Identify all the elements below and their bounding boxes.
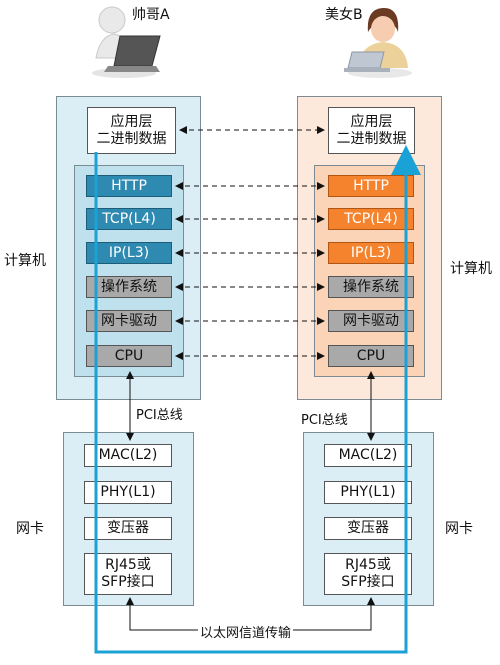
left-nic-mac: MAC(L2)	[84, 444, 172, 467]
left-nic-label: 网卡	[16, 521, 44, 537]
right-layer-tcp: TCP(L4)	[328, 208, 414, 230]
right-app-layer-line2: 二进制数据	[336, 130, 407, 147]
person-a-icon	[90, 2, 168, 80]
right-pci-bus-label: PCI总线	[301, 413, 348, 428]
right-nic-transformer: 变压器	[324, 517, 412, 540]
left-nic-phy: PHY(L1)	[84, 481, 172, 504]
ethernet-channel-label: 以太网信道传输	[198, 622, 294, 641]
right-layer-cpu: CPU	[328, 345, 414, 367]
left-layer-http: HTTP	[86, 175, 172, 197]
left-layer-tcp: TCP(L4)	[86, 208, 172, 230]
left-nic-port: RJ45或 SFP接口	[84, 553, 172, 595]
left-layer-driver: 网卡驱动	[86, 310, 172, 332]
right-layer-os: 操作系统	[328, 276, 414, 298]
person-b-icon	[340, 2, 418, 80]
right-layer-ip: IP(L3)	[328, 242, 414, 264]
left-computer-label: 计算机	[4, 253, 46, 269]
left-app-layer-line2: 二进制数据	[96, 130, 167, 147]
left-nic-transformer: 变压器	[84, 517, 172, 540]
left-app-layer-box: 应用层 二进制数据	[87, 107, 176, 154]
left-layer-os: 操作系统	[86, 276, 172, 298]
right-layer-driver: 网卡驱动	[328, 310, 414, 332]
right-computer-label: 计算机	[450, 261, 492, 277]
right-layer-http: HTTP	[328, 175, 414, 197]
left-layer-cpu: CPU	[86, 345, 172, 367]
person-a-label: 帅哥A	[132, 7, 170, 23]
right-app-layer-box: 应用层 二进制数据	[328, 107, 415, 154]
right-nic-mac: MAC(L2)	[324, 444, 412, 467]
data-flow-line	[94, 145, 421, 654]
left-pci-bus-label: PCI总线	[136, 408, 183, 423]
right-nic-phy: PHY(L1)	[324, 481, 412, 504]
right-nic-label: 网卡	[445, 521, 473, 537]
person-b-label: 美女B	[325, 7, 363, 23]
right-nic-port: RJ45或 SFP接口	[324, 553, 412, 595]
right-app-layer-line1: 应用层	[350, 113, 393, 130]
left-layer-ip: IP(L3)	[86, 242, 172, 264]
left-app-layer-line1: 应用层	[110, 113, 153, 130]
